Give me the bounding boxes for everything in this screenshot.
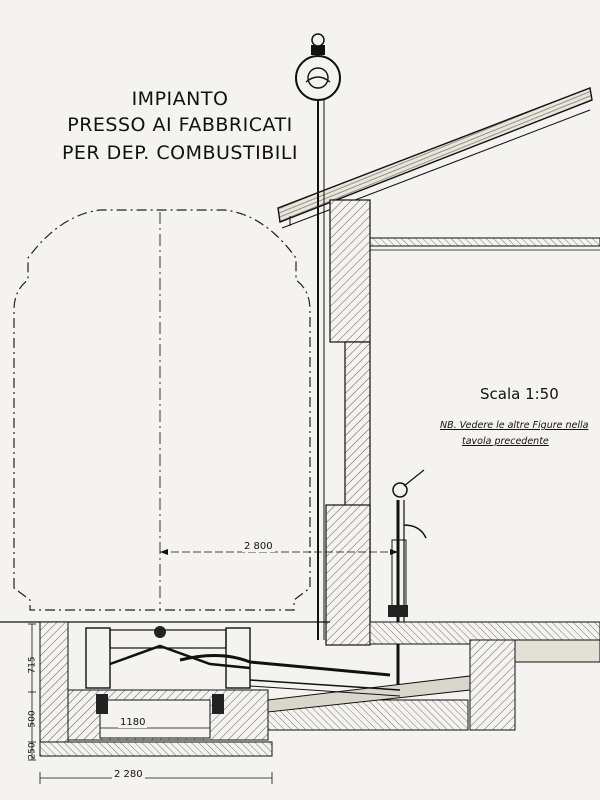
dimension-label-clearance: 2 800 xyxy=(242,541,275,552)
building-wall xyxy=(325,199,371,646)
dimension-label-depth-upper: 715 xyxy=(27,656,38,674)
pit-mechanism xyxy=(85,626,401,714)
water-pump xyxy=(388,469,427,690)
roof xyxy=(277,87,593,229)
title-line-3: PER DEP. COMBUSTIBILI xyxy=(61,142,299,164)
vertical-dimension-ticks xyxy=(28,623,36,761)
dimension-label-depth-lower: 250 xyxy=(27,742,38,760)
note-line-1: NB. Vedere le altre Figure nella xyxy=(440,420,589,431)
dimension-label-depth-middle: 500 xyxy=(27,710,38,728)
loading-gauge-outline xyxy=(13,209,311,611)
lamp-post xyxy=(295,33,341,640)
bottom-dimension-lines xyxy=(39,727,273,784)
title-line-1: IMPIANTO xyxy=(131,88,229,110)
scale-label: Scala 1:50 xyxy=(480,385,559,403)
note-line-2: tavola precedente xyxy=(462,436,549,447)
dimension-label-pit-inner: 1180 xyxy=(118,717,148,728)
canopy-beam xyxy=(367,237,600,251)
dimension-label-pit-outer: 2 280 xyxy=(112,769,145,780)
title-line-2: PRESSO AI FABBRICATI xyxy=(67,114,293,136)
ground-platform xyxy=(0,621,600,731)
